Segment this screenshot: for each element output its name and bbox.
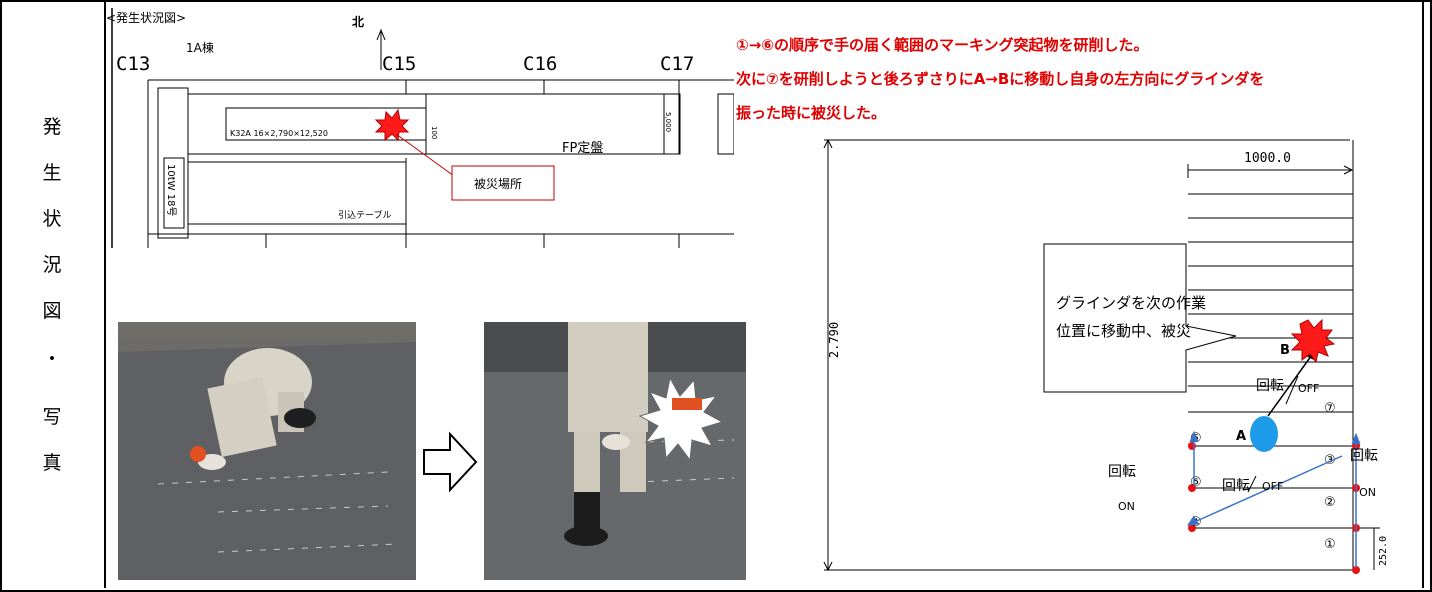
height-dim: 2.790: [827, 322, 841, 358]
red-marker-dot: [1188, 524, 1196, 532]
callout-line-2: 位置に移動中、被災: [1056, 322, 1191, 340]
rotate-top-off: OFF: [1298, 382, 1319, 395]
next-arrow-icon: [420, 430, 480, 498]
site-map: <発生状況図> 北 1A棟 C13 C15 C16 C17 100 5,000 …: [106, 8, 734, 248]
red-marker-dot: [1352, 566, 1360, 574]
rotate-left-on: ON: [1118, 500, 1135, 513]
crane-label: 10tW 18号: [165, 164, 177, 216]
description-line-3: 振った時に被災した。: [736, 104, 887, 122]
photo-before: [118, 322, 416, 580]
column-c13: C13: [116, 53, 150, 75]
right-border: [1422, 0, 1424, 588]
side-label-char: 生: [42, 162, 62, 184]
description-line-1: ①→⑥の順序で手の届く範囲のマーキング突起物を研削した。: [736, 36, 1149, 54]
plate-label: K32A 16×2,790×12,520: [230, 129, 328, 138]
dim-5000: 5,000: [664, 112, 672, 132]
side-label-char: 状: [42, 208, 62, 230]
table-label: 引込テーブル: [338, 209, 391, 221]
marker-1: ①: [1324, 537, 1336, 552]
callout-box: [1043, 243, 1237, 393]
rotate-top-label: 回転: [1256, 378, 1284, 394]
dim-small: 100: [430, 126, 438, 139]
callout-line-1: グラインダを次の作業: [1056, 294, 1206, 312]
callout-leader: [395, 133, 455, 177]
a-to-b-arrow: [1267, 351, 1315, 417]
north-label: 北: [352, 14, 364, 29]
marking-lines: [1188, 193, 1353, 529]
marker-3: ③: [1324, 453, 1336, 468]
marker-7: ⑦: [1324, 401, 1336, 416]
rotate-mid-label: 回転: [1222, 478, 1250, 494]
point-b-label: B: [1280, 343, 1290, 358]
accident-burst-icon: [374, 108, 410, 142]
point-b-burst-icon: [1290, 318, 1336, 364]
accident-callout-text: 被災場所: [474, 177, 522, 191]
side-label: 発 生 状 況 図 ・ 写 真: [0, 0, 106, 588]
description-line-2: 次に⑦を研削しようと後ろずさりにA→Bに移動し自身の左方向にグラインダを: [736, 70, 1265, 88]
side-label-char: 況: [42, 254, 62, 276]
rotate-left-label: 回転: [1108, 464, 1136, 480]
side-label-char: 写: [42, 406, 62, 428]
platform-label: FP定盤: [562, 141, 603, 156]
north-arrow-head: [376, 28, 386, 41]
side-label-char: 発: [42, 116, 62, 138]
column-c16: C16: [523, 53, 557, 75]
column-c17: C17: [660, 53, 694, 75]
rotate-right-label: 回転: [1350, 448, 1378, 464]
building-label: 1A棟: [186, 40, 214, 55]
arrow-diagonal: [1189, 455, 1343, 525]
photo-after: [484, 322, 746, 580]
side-label-char: ・: [42, 348, 62, 370]
rotate-mid-off: OFF: [1262, 480, 1283, 493]
map-title: <発生状況図>: [106, 10, 186, 25]
side-label-char: 真: [42, 452, 62, 474]
marker-2: ②: [1324, 495, 1336, 510]
column-c15: C15: [382, 53, 416, 75]
point-a-label: A: [1236, 429, 1246, 444]
width-dim: 1000.0: [1244, 151, 1291, 166]
point-a-circle: [1250, 416, 1278, 452]
side-label-char: 図: [42, 300, 62, 322]
marker-5: ⑤: [1190, 475, 1202, 490]
platform-outline: [187, 93, 681, 155]
accident-callout: [451, 165, 555, 201]
pitch-dim: 252.0: [1378, 536, 1389, 566]
grinding-diagram: 2.790 1000.0 ⑦ ⑥ ③ ⑤ ② ④ ① A B グラインダを次の作…: [823, 138, 1389, 574]
rotate-right-on: ON: [1359, 486, 1376, 499]
